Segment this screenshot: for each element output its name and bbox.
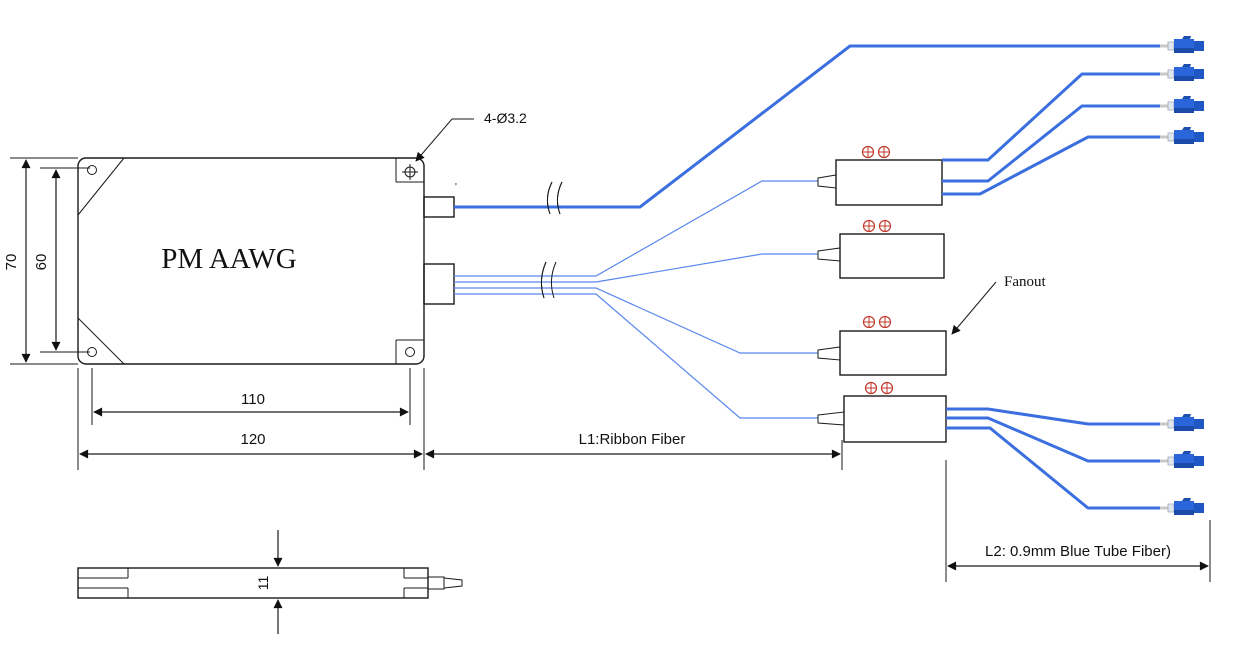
fanout-label: Fanout [1004, 274, 1047, 290]
l2-label: L2: 0.9mm Blue Tube Fiber) [985, 543, 1171, 560]
fanout-2 [817, 219, 945, 279]
hole-callout: 4-Ø3.2 [415, 110, 527, 162]
mount-hole [87, 165, 97, 175]
lc-connector-icon [1160, 36, 1206, 55]
fiber-runs [454, 44, 1160, 419]
l1-label: L1:Ribbon Fiber [579, 431, 686, 448]
height-outer-label: 70 [3, 254, 20, 271]
lc-connector-icon [1160, 96, 1206, 115]
lc-connector-icon [1160, 498, 1206, 517]
width-outer-label: 120 [240, 431, 265, 448]
input-port [423, 196, 455, 218]
thickness-label: 11 [255, 576, 271, 591]
fanout-callout [951, 281, 997, 335]
output-fibers [942, 72, 1160, 510]
lc-connector-icon [1160, 64, 1206, 83]
side-view [77, 530, 463, 634]
lc-connector-icon [1160, 127, 1206, 146]
input-fiber [454, 44, 1160, 209]
lc-connector-icon [1160, 414, 1206, 433]
svg-text:': ' [455, 182, 457, 193]
width-inner-label: 110 [241, 391, 265, 408]
lc-connector-icon [1160, 451, 1206, 470]
fanout-1 [817, 145, 943, 206]
lc-connectors [1160, 36, 1206, 517]
ribbon-port [423, 263, 455, 305]
fanout-4 [817, 381, 947, 443]
aawg-module: ' [77, 157, 457, 365]
hole-callout-label: 4-Ø3.2 [484, 110, 527, 126]
mount-hole [405, 347, 415, 357]
height-inner-label: 60 [33, 254, 50, 271]
device-title: PM AAWG [161, 243, 296, 275]
height-dimensions [10, 157, 90, 365]
fanout-3 [817, 315, 947, 376]
width-dimensions [77, 368, 1211, 582]
